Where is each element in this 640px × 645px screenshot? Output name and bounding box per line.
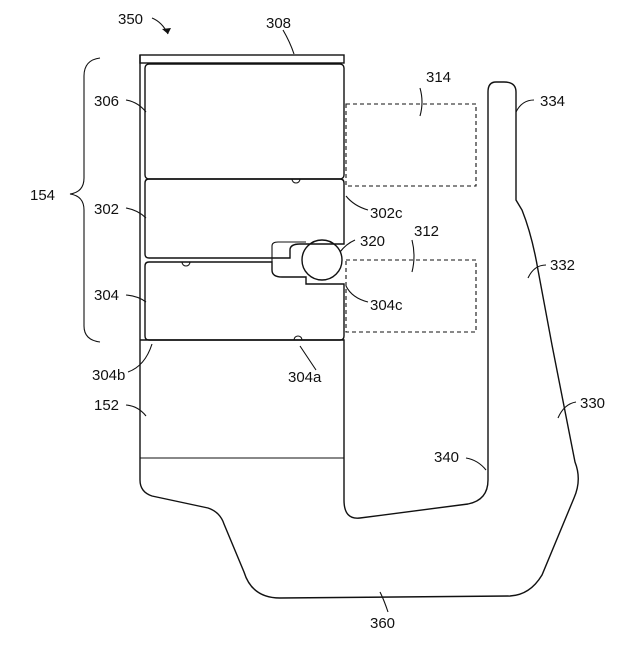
label-304c: 304c <box>370 297 403 314</box>
cavity-outline <box>272 242 306 262</box>
seal-304 <box>145 262 344 340</box>
label-304a: 304a <box>288 369 322 386</box>
region-314 <box>346 104 476 186</box>
leader-lines <box>126 18 576 612</box>
housing-330 <box>140 55 578 598</box>
seal-302 <box>145 179 344 258</box>
label-340: 340 <box>434 449 459 466</box>
label-152: 152 <box>94 397 119 414</box>
label-308: 308 <box>266 15 291 32</box>
label-332: 332 <box>550 257 575 274</box>
label-304: 304 <box>94 287 119 304</box>
label-312: 312 <box>414 223 439 240</box>
label-306: 306 <box>94 93 119 110</box>
label-334: 334 <box>540 93 565 110</box>
region-312 <box>346 260 476 332</box>
label-350: 350 <box>118 11 143 28</box>
label-302c: 302c <box>370 205 403 222</box>
label-304b: 304b <box>92 367 125 384</box>
label-360: 360 <box>370 615 395 632</box>
seal-306 <box>145 64 344 179</box>
label-302: 302 <box>94 201 119 218</box>
label-330: 330 <box>580 395 605 412</box>
layer-308 <box>140 55 344 63</box>
seal-stack-154 <box>140 55 344 340</box>
label-320: 320 <box>360 233 385 250</box>
label-314: 314 <box>426 69 451 86</box>
label-154: 154 <box>30 187 55 204</box>
o-ring-320 <box>302 240 342 280</box>
